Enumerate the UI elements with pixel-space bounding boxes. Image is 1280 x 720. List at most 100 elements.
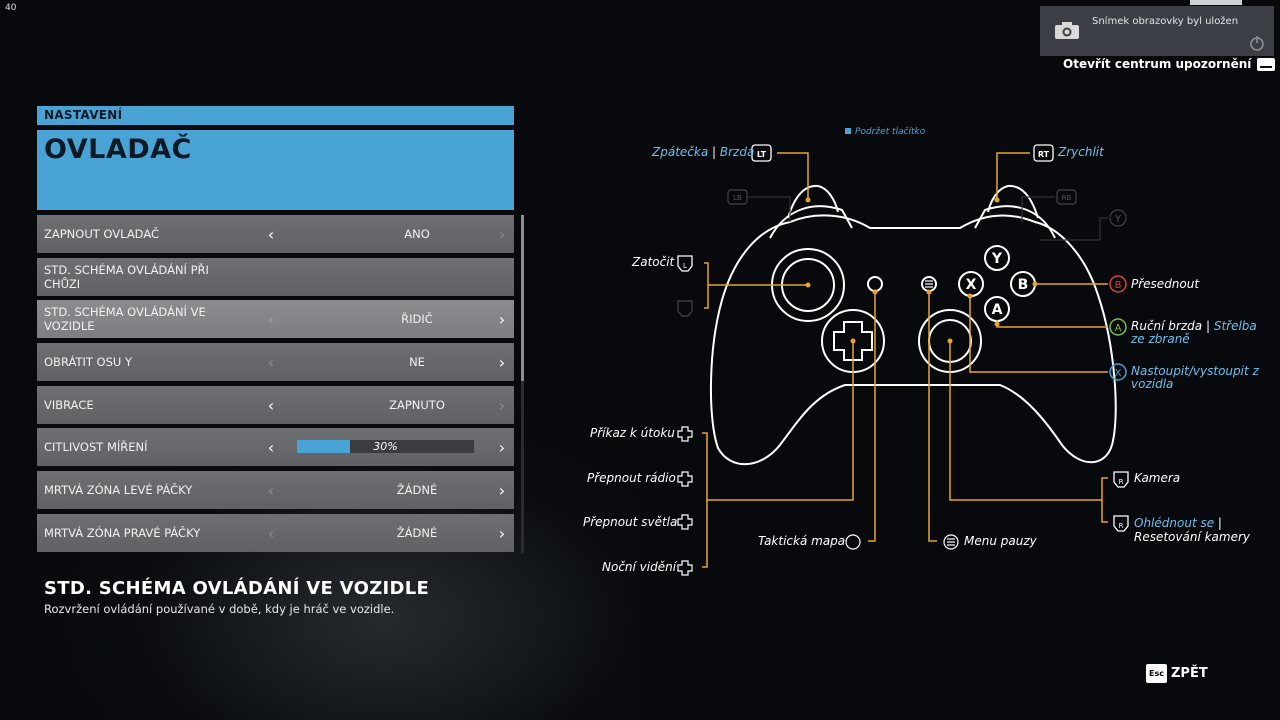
setting-label: MRTVÁ ZÓNA PRAVÉ PÁČKY bbox=[44, 526, 201, 540]
arrow-right-icon[interactable]: › bbox=[498, 352, 506, 372]
leader-lines bbox=[702, 152, 1108, 568]
arrow-left-icon[interactable]: ‹ bbox=[267, 309, 275, 329]
arrow-right-icon[interactable]: › bbox=[498, 309, 506, 329]
b-button-label: Přesednout bbox=[1131, 277, 1200, 291]
right-stick-label: Kamera bbox=[1134, 471, 1181, 485]
section-label: NASTAVENÍ bbox=[37, 106, 514, 125]
left-stick-press-icon bbox=[677, 300, 693, 317]
arrow-left-icon[interactable]: ‹ bbox=[267, 523, 275, 543]
right-stick-press-glyph: R bbox=[1119, 522, 1124, 530]
dpad-icons bbox=[677, 426, 693, 576]
notification-message: Snímek obrazovky byl uložen bbox=[1092, 16, 1239, 27]
setting-label: STD. SCHÉMA OVLÁDÁNÍ VE VOZIDLE bbox=[44, 305, 206, 333]
left-stick-icon: L bbox=[677, 255, 693, 272]
dpad-left-label: Noční vidění bbox=[602, 560, 677, 574]
setting-value: NE bbox=[409, 355, 425, 369]
setting-label: OBRÁTIT OSU Y bbox=[44, 355, 132, 369]
rt-label: Zrychlit bbox=[1058, 145, 1104, 159]
a-button-glyph: A bbox=[992, 302, 1003, 318]
y-button-glyph: Y bbox=[991, 251, 1003, 267]
keyboard-key-icon bbox=[1257, 57, 1276, 71]
face-buttons bbox=[958, 245, 1036, 322]
hold-hint-text: Podržet tlačítko bbox=[855, 127, 926, 137]
setting-label: MRTVÁ ZÓNA LEVÉ PÁČKY bbox=[44, 483, 193, 497]
camera-icon bbox=[1055, 22, 1079, 39]
setting-row-left-deadzone[interactable]: MRTVÁ ZÓNA LEVÉ PÁČKY ‹ ŽÁDNÉ › bbox=[37, 471, 514, 509]
slider-fill bbox=[297, 440, 351, 453]
setting-row-walking-scheme[interactable]: STD. SCHÉMA OVLÁDÁNÍ PŘI CHŮZI bbox=[37, 258, 514, 296]
leader-dots bbox=[805, 197, 1038, 344]
setting-label: VIBRACE bbox=[44, 398, 94, 412]
fps-counter: 40 bbox=[5, 3, 17, 13]
screenshot-notification[interactable]: Snímek obrazovky byl uložen bbox=[1040, 6, 1274, 56]
setting-row-invert-y[interactable]: OBRÁTIT OSU Y ‹ NE › bbox=[37, 343, 514, 381]
x-color-icon: X bbox=[1109, 363, 1127, 381]
setting-row-aim-sensitivity[interactable]: CITLIVOST MÍŘENÍ ‹ 30% › bbox=[37, 428, 514, 466]
setting-value: ANO bbox=[404, 227, 430, 241]
y-dim-icon: Y bbox=[1109, 209, 1127, 227]
sensitivity-slider[interactable]: 30% bbox=[297, 440, 474, 453]
back-label: ZPĚT bbox=[1171, 666, 1208, 681]
page-title-panel: OVLADAČ bbox=[37, 130, 514, 210]
open-notification-center[interactable]: Otevřít centrum upozornění bbox=[1063, 57, 1276, 71]
setting-row-vehicle-scheme[interactable]: STD. SCHÉMA OVLÁDÁNÍ VE VOZIDLE ‹ ŘIDIČ … bbox=[37, 300, 514, 338]
setting-row-enable-controller[interactable]: ZAPNOUT OVLADAČ ‹ ANO › bbox=[37, 215, 514, 253]
controller-outline bbox=[709, 184, 1117, 466]
a-color-icon: A bbox=[1109, 318, 1127, 336]
scrollbar-thumb[interactable] bbox=[521, 215, 524, 381]
arrow-left-icon[interactable]: ‹ bbox=[267, 437, 275, 457]
rb-icon: RB bbox=[1056, 189, 1077, 205]
slider-value: 30% bbox=[373, 440, 398, 453]
arrow-left-icon[interactable]: ‹ bbox=[267, 395, 275, 415]
dpad-down-label: Přepnout světla bbox=[583, 515, 678, 529]
setting-label: STD. SCHÉMA OVLÁDÁNÍ PŘI CHŮZI bbox=[44, 263, 209, 291]
lt-icon: LT bbox=[751, 144, 772, 162]
x-button-label: Nastoupit/vystoupit z vozidla bbox=[1131, 364, 1259, 391]
description-title: STD. SCHÉMA OVLÁDÁNÍ VE VOZIDLE bbox=[44, 578, 430, 599]
arrow-right-icon[interactable]: › bbox=[498, 224, 506, 244]
setting-row-right-deadzone[interactable]: MRTVÁ ZÓNA PRAVÉ PÁČKY ‹ ŽÁDNÉ › bbox=[37, 514, 514, 552]
lb-glyph: LB bbox=[733, 194, 742, 202]
hold-button-hint: Podržet tlačítko bbox=[845, 127, 925, 137]
esc-key-icon: Esc bbox=[1146, 664, 1167, 683]
dpad-right-label: Přepnout rádio bbox=[587, 471, 676, 485]
setting-value: ŘIDIČ bbox=[401, 312, 433, 326]
b-button-glyph: B bbox=[1018, 277, 1029, 293]
description-text: Rozvržení ovládání používané v době, kdy… bbox=[44, 602, 395, 616]
back-button[interactable]: Esc ZPĚT bbox=[1146, 664, 1208, 683]
lt-glyph: LT bbox=[757, 150, 767, 159]
settings-scrollbar[interactable] bbox=[521, 215, 524, 553]
dpad-up-label: Příkaz k útoku bbox=[590, 426, 675, 440]
rt-glyph: RT bbox=[1038, 150, 1050, 159]
view-button-label: Taktická mapa bbox=[758, 534, 846, 548]
arrow-right-icon[interactable]: › bbox=[498, 437, 506, 457]
notification-edge bbox=[1190, 0, 1242, 5]
power-icon bbox=[1250, 36, 1264, 51]
arrow-left-icon[interactable]: ‹ bbox=[267, 352, 275, 372]
setting-row-vibration[interactable]: VIBRACE ‹ ZAPNUTO › bbox=[37, 386, 514, 424]
x-color-glyph: X bbox=[1115, 368, 1122, 379]
setting-value: ZAPNUTO bbox=[389, 398, 445, 412]
arrow-left-icon[interactable]: ‹ bbox=[267, 224, 275, 244]
right-stick-icons: R R bbox=[1113, 471, 1129, 532]
open-notification-center-label: Otevřít centrum upozornění bbox=[1063, 57, 1252, 71]
a-color-glyph: A bbox=[1115, 323, 1122, 334]
arrow-right-icon[interactable]: › bbox=[498, 480, 506, 500]
page-title: OVLADAČ bbox=[44, 134, 192, 165]
lt-label: Zpátečka | Brzda bbox=[652, 145, 755, 159]
right-stick-hold-label: Ohlédnout se |Resetování kamery bbox=[1134, 516, 1251, 544]
left-stick-label: Zatočit bbox=[632, 255, 675, 269]
b-color-icon: B bbox=[1109, 275, 1127, 293]
b-color-glyph: B bbox=[1115, 280, 1122, 291]
arrow-left-icon[interactable]: ‹ bbox=[267, 480, 275, 500]
y-dim-glyph: Y bbox=[1114, 214, 1122, 225]
setting-value: ŽÁDNÉ bbox=[396, 483, 438, 497]
view-menu-icons bbox=[845, 280, 959, 550]
hold-square-icon bbox=[845, 128, 851, 134]
setting-label: CITLIVOST MÍŘENÍ bbox=[44, 440, 148, 454]
rt-icon: RT bbox=[1033, 144, 1054, 162]
arrow-right-icon[interactable]: › bbox=[498, 395, 506, 415]
lb-icon: LB bbox=[727, 189, 748, 205]
x-button-glyph: X bbox=[966, 277, 977, 293]
arrow-right-icon[interactable]: › bbox=[498, 523, 506, 543]
